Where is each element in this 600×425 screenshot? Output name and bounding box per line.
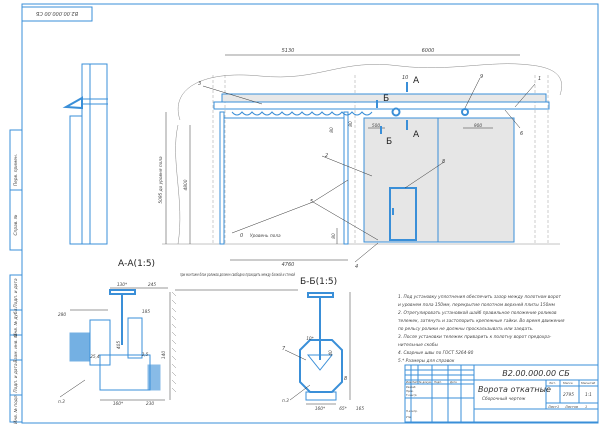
section-bb-label: Б-Б(1:5)	[300, 277, 337, 287]
svg-text:7: 7	[282, 346, 286, 352]
svg-text:500: 500	[372, 123, 380, 129]
svg-text:3. После установки тележек при: 3. После установки тележек приварить к п…	[398, 334, 552, 340]
svg-text:10: 10	[402, 75, 408, 81]
svg-text:6000: 6000	[422, 48, 435, 54]
svg-text:2: 2	[325, 153, 328, 159]
svg-text:165: 165	[356, 406, 364, 412]
svg-text:8: 8	[344, 376, 347, 382]
drawing-subtitle: Сборочный чертеж	[482, 396, 526, 402]
svg-text:4: 4	[355, 264, 358, 270]
svg-text:А: А	[413, 76, 420, 86]
svg-text:0: 0	[240, 233, 243, 239]
svg-text:8: 8	[442, 159, 445, 165]
svg-text:4800: 4800	[183, 179, 189, 190]
section-aa-label: А-А(1:5)	[118, 259, 155, 269]
svg-text:Н.контр.: Н.контр.	[406, 409, 418, 413]
svg-text:5130: 5130	[282, 48, 295, 54]
svg-text:80: 80	[348, 121, 354, 127]
mass: 2795	[563, 392, 574, 398]
rotated-code: В2.00.000.00 СБ	[35, 10, 78, 16]
svg-text:280: 280	[58, 312, 66, 318]
svg-text:160*: 160*	[315, 406, 326, 412]
svg-text:1. Под установку уплотнения об: 1. Под установку уплотнения обеспечить з…	[398, 294, 561, 300]
svg-text:Утв.: Утв.	[406, 415, 412, 419]
svg-text:Дата: Дата	[449, 380, 457, 384]
svg-text:4. Сварные швы по ГОСТ 5264-80: 4. Сварные швы по ГОСТ 5264-80	[398, 350, 474, 356]
title-block: В2.00.000.00 СБ Ворота откатные Сборочны…	[404, 364, 599, 423]
svg-text:Лист: Лист	[547, 405, 558, 409]
svg-text:25,4: 25,4	[90, 354, 100, 360]
svg-text:160*: 160*	[113, 401, 124, 407]
svg-text:№ докум.: № докум.	[418, 381, 432, 384]
svg-text:п.3: п.3	[58, 399, 65, 405]
svg-text:6: 6	[520, 131, 523, 137]
svg-text:Изм.: Изм.	[406, 380, 412, 384]
svg-text:3: 3	[198, 81, 201, 87]
svg-text:80: 80	[329, 127, 335, 133]
svg-text:Подп. и дата: Подп. и дата	[13, 278, 19, 308]
svg-text:185: 185	[142, 309, 150, 315]
svg-text:5095 до уровня пола: 5095 до уровня пола	[158, 156, 164, 204]
svg-text:Инв. № дубл.: Инв. № дубл.	[13, 307, 19, 336]
svg-text:и уровнем пола 150мм, перекрыт: и уровнем пола 150мм, перекрытие полотно…	[398, 302, 556, 308]
elevation-view	[162, 54, 562, 263]
svg-text:А: А	[413, 130, 420, 140]
svg-text:4760: 4760	[282, 262, 295, 268]
svg-text:65*: 65*	[339, 406, 347, 412]
svg-text:1: 1	[538, 76, 541, 82]
svg-text:9: 9	[480, 74, 483, 80]
svg-text:40: 40	[328, 350, 334, 356]
svg-text:Инв. № подл.: Инв. № подл.	[13, 394, 19, 424]
svg-text:1: 1	[557, 405, 559, 409]
svg-text:1: 1	[585, 405, 587, 409]
svg-text:Листов: Листов	[564, 405, 578, 409]
svg-text:230: 230	[146, 401, 154, 407]
svg-text:Лист: Лист	[411, 380, 419, 384]
rotated-code-box	[21, 6, 93, 22]
svg-text:10*: 10*	[306, 336, 314, 342]
svg-text:Б: Б	[383, 94, 389, 104]
svg-text:Лит.: Лит.	[548, 381, 556, 385]
elevation-labels: 5130 6000 4760 5095 до уровня пола 4800 …	[158, 48, 541, 270]
svg-text:5: 5	[310, 199, 313, 205]
section-aa: А-А(1:5) 130* 245 280 185 405 25,4 2,5 1…	[58, 259, 177, 407]
svg-text:Пров.: Пров.	[406, 389, 414, 393]
svg-text:Разраб.: Разраб.	[406, 385, 416, 389]
svg-text:5.* Размеры для справок: 5.* Размеры для справок	[398, 358, 455, 364]
wicket-door	[389, 187, 417, 241]
svg-text:80: 80	[331, 233, 337, 239]
svg-text:130*: 130*	[117, 282, 128, 288]
technical-notes: 1. Под установку уплотнения обеспечить з…	[398, 294, 565, 364]
svg-text:Т.контр.: Т.контр.	[406, 393, 417, 397]
svg-text:по рельсу ролики не должны про: по рельсу ролики не должны проскальзыват…	[398, 327, 534, 332]
svg-text:Справ. №: Справ. №	[13, 214, 19, 235]
svg-text:900: 900	[474, 123, 482, 129]
drawing-title: Ворота откатные	[478, 385, 551, 394]
side-view	[62, 63, 108, 245]
section-bb: Б-Б(1:5) 10* 40 160* 65* 165 7 8 п.3	[282, 277, 364, 412]
svg-text:2,5: 2,5	[142, 352, 149, 358]
svg-text:тележек, затянуть и застопорит: тележек, затянуть и застопорить крепежны…	[398, 318, 565, 324]
scale: 1:1	[585, 392, 592, 398]
svg-text:Б: Б	[386, 137, 392, 147]
svg-text:2. Отрегулировать установкой ш: 2. Отрегулировать установкой шайб правил…	[398, 310, 557, 316]
svg-text:245: 245	[148, 282, 156, 288]
svg-text:Подп.: Подп.	[434, 380, 442, 384]
svg-text:Взам. инв. №: Взам. инв. №	[13, 333, 19, 363]
svg-text:п.3: п.3	[282, 398, 289, 404]
svg-text:Масштаб: Масштаб	[581, 381, 595, 385]
svg-text:Масса: Масса	[563, 381, 573, 385]
svg-text:нительные скобы: нительные скобы	[398, 342, 438, 348]
side-stamp: Перв. примен. Справ. № Подп. и дата Инв.…	[9, 129, 23, 424]
drawing-code: В2.00.000.00 СБ	[502, 369, 570, 378]
svg-text:Подп. и дата: Подп. и дата	[13, 363, 19, 393]
svg-text:Перв. примен.: Перв. примен.	[13, 154, 19, 186]
svg-text:405: 405	[116, 341, 122, 349]
svg-text:Уровень пола: Уровень пола	[250, 233, 281, 239]
svg-text:140: 140	[161, 351, 167, 359]
mount-note: при монтаже блок роликов должен свободно…	[180, 272, 295, 278]
